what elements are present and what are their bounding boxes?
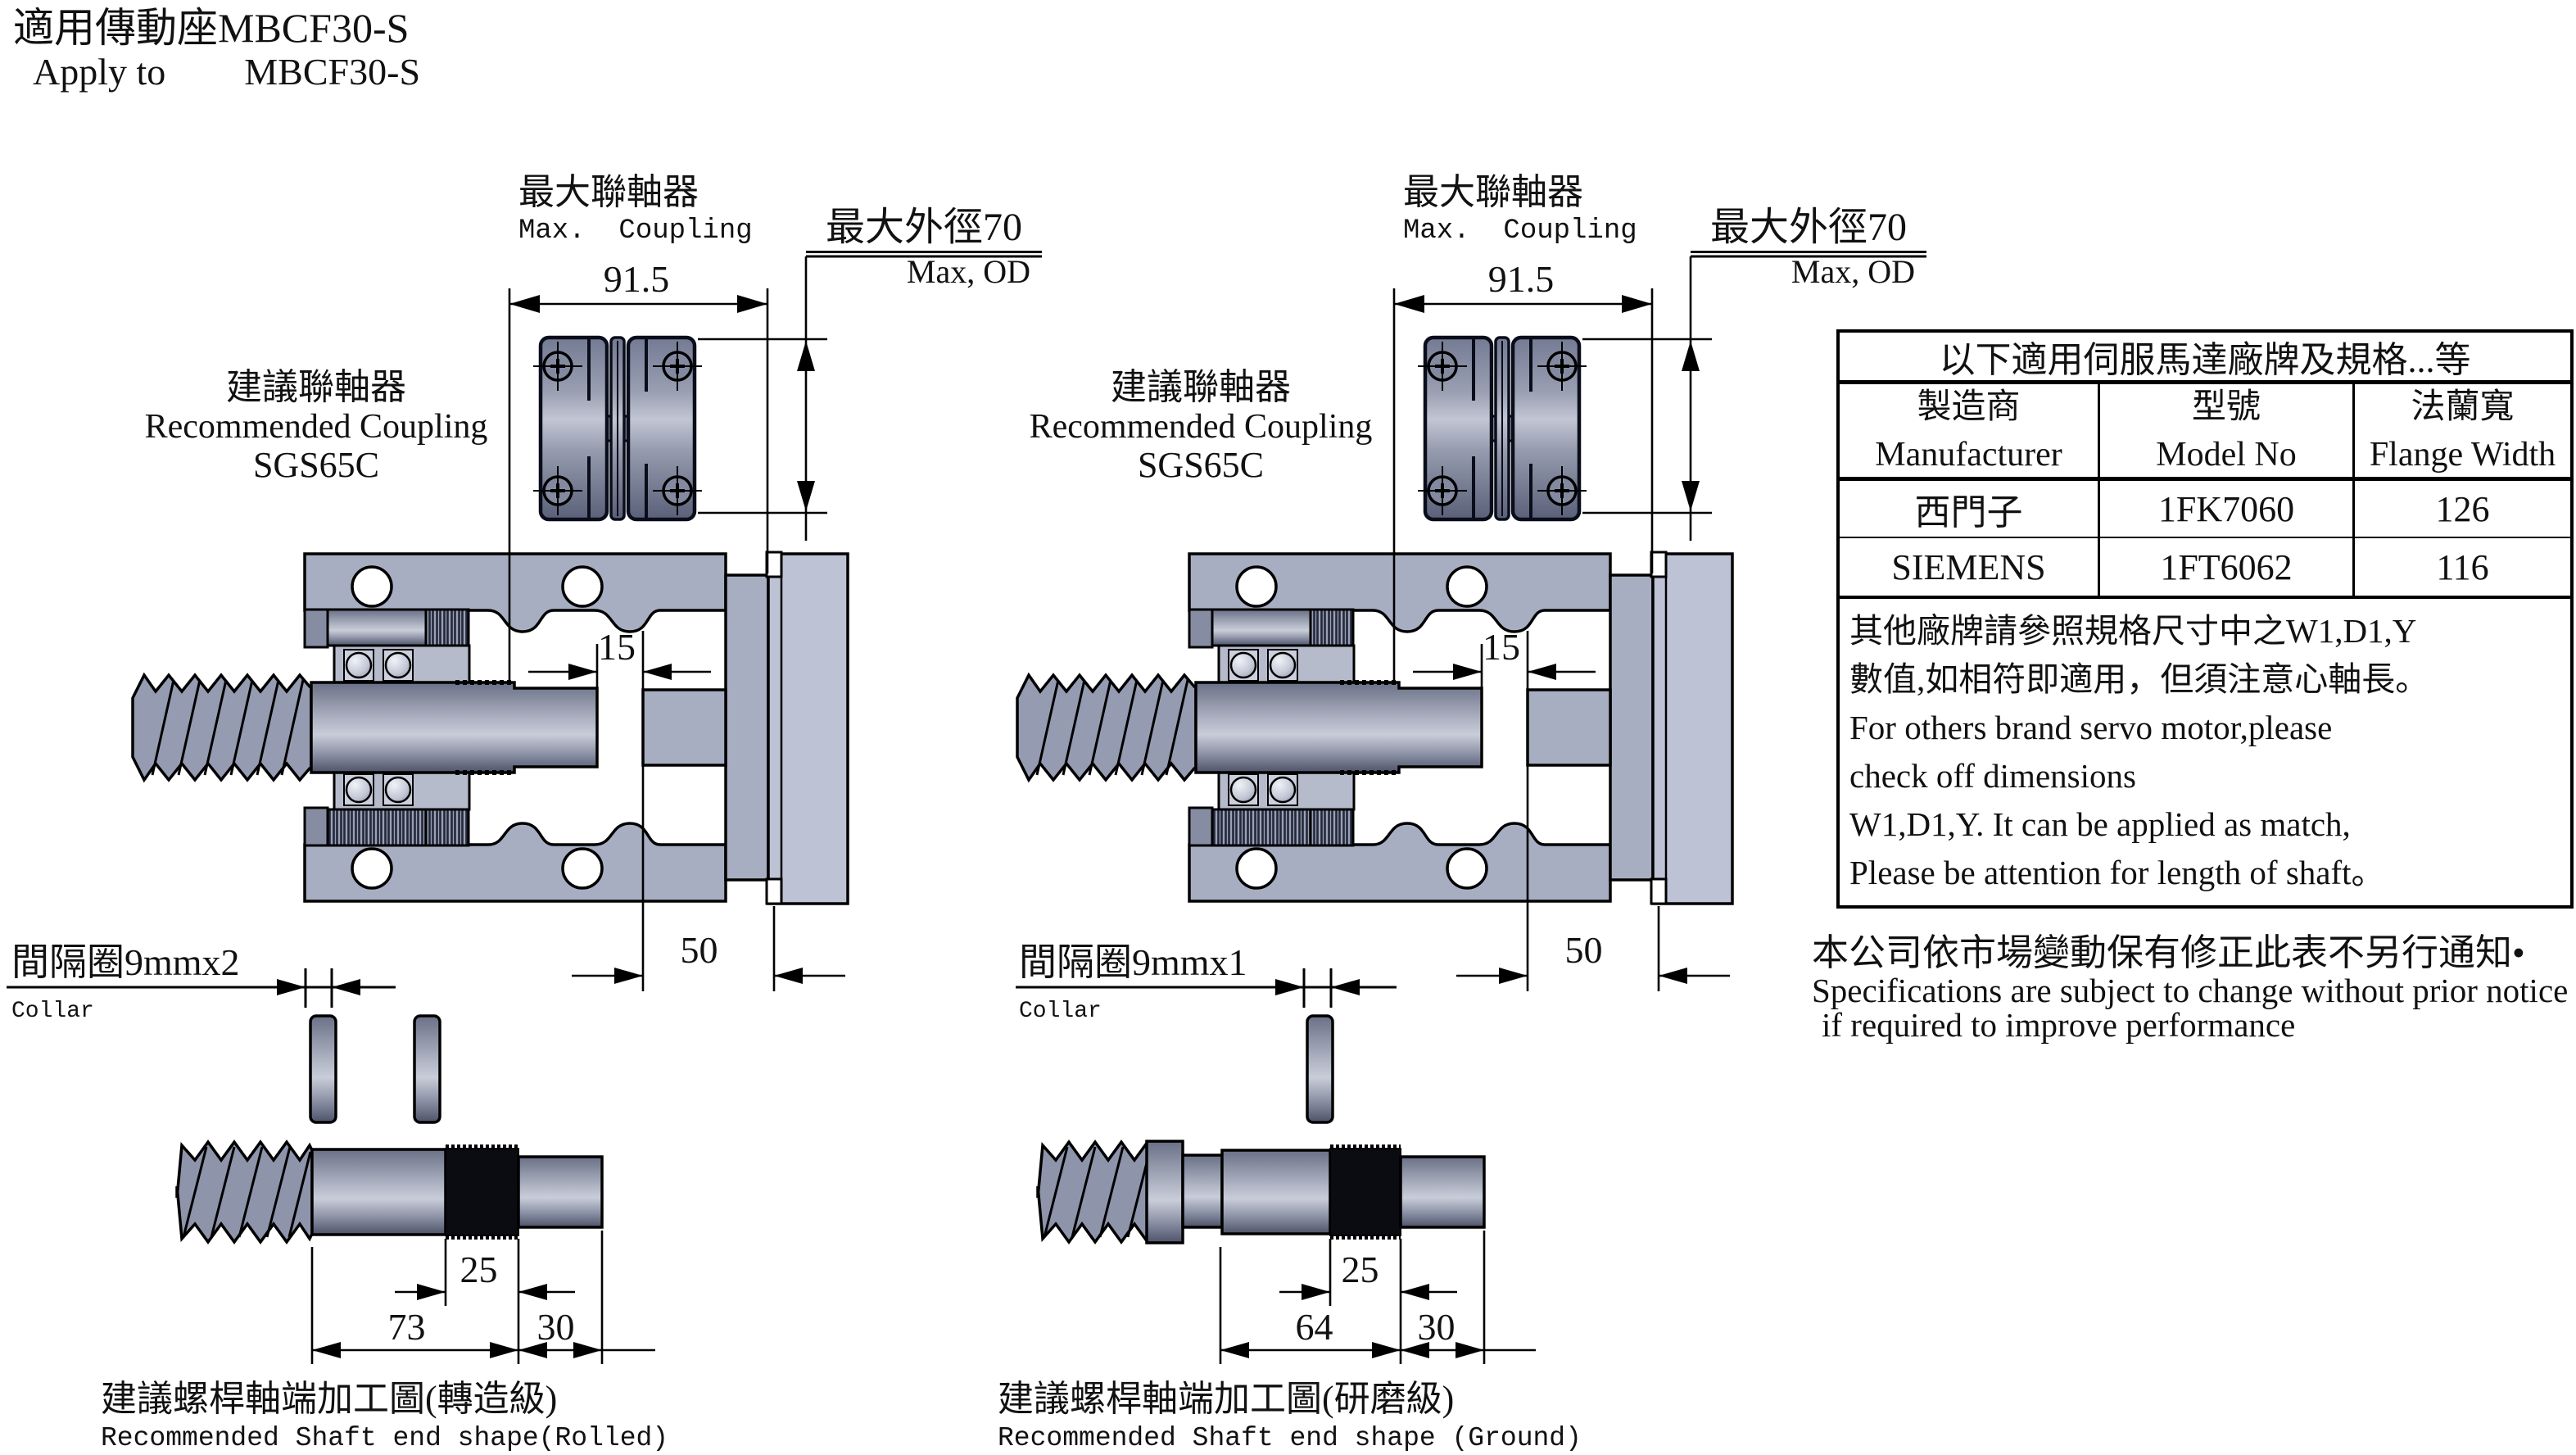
- cell-manufacturer: SIEMENS: [1840, 538, 2100, 596]
- dim-end-right: 30: [1417, 1306, 1456, 1348]
- max-od-en: Max, OD: [906, 253, 1030, 290]
- note-line: For others brand servo motor,please: [1849, 709, 2333, 746]
- servo-motor-table: 以下適用伺服馬達廠牌及規格...等 製造商 Manufacturer 型號 Mo…: [1836, 329, 2574, 909]
- max-coupling-zh: 最大聯軸器: [1403, 172, 1583, 212]
- change-notice: 本公司依市場變動保有修正此表不另行通知• Specifications are …: [1812, 932, 2576, 1042]
- notice-line-zh: 本公司依市場變動保有修正此表不另行通知•: [1812, 932, 2525, 973]
- max-coupling-en: Max. Coupling: [518, 215, 753, 247]
- table-notes: 其他廠牌請參照規格尺寸中之W1,D1,Y 數值,如相符即適用，但須注意心軸長。 …: [1840, 596, 2570, 905]
- collar-label-en-right: Collar: [1019, 999, 1102, 1024]
- recommended-model: SGS65C: [252, 445, 380, 485]
- col-manufacturer-en: Manufacturer: [1875, 435, 2062, 474]
- recommended-coupling-left: 建議聯軸器 Recommended Coupling SGS65C: [139, 367, 493, 485]
- note-line: 其他廠牌請參照規格尺寸中之W1,D1,Y: [1849, 612, 2417, 650]
- max-coupling-zh: 最大聯軸器: [518, 172, 699, 212]
- cell-model: 1FK7060: [2100, 481, 2355, 537]
- table-row: SIEMENS 1FT6062 116: [1840, 538, 2570, 596]
- col-flange-width: 法蘭寬 Flange Width: [2355, 384, 2570, 477]
- cell-manufacturer: 西門子: [1840, 481, 2100, 537]
- shaft-end-rolled: [175, 1140, 655, 1364]
- page-title-en: Apply to MBCF30-S: [33, 51, 420, 93]
- col-model-en: Model No: [2156, 435, 2297, 474]
- recommended-model: SGS65C: [1137, 445, 1265, 485]
- shaft-caption-left: 建議螺桿軸端加工圖(轉造級) Recommended Shaft end sha…: [101, 1378, 668, 1455]
- table-title: 以下適用伺服馬達廠牌及規格...等: [1840, 333, 2570, 384]
- note-line: W1,D1,Y. It can be applied as match,: [1849, 805, 2351, 843]
- model-code: MBCF30-S: [244, 51, 421, 93]
- shaft-caption-zh: 建議螺桿軸端加工圖(研磨級): [998, 1379, 1455, 1419]
- cell-flange-width: 116: [2436, 546, 2489, 587]
- recommended-coupling-right: 建議聯軸器 Recommended Coupling SGS65C: [1024, 367, 1378, 485]
- dim-shaft-right: 64: [1295, 1306, 1333, 1348]
- col-flange-width-zh: 法蘭寬: [2411, 388, 2515, 426]
- dim-overall-left: 91.5: [603, 258, 670, 300]
- col-model-zh: 型號: [2191, 388, 2261, 426]
- col-model: 型號 Model No: [2100, 384, 2355, 477]
- max-od-label-left: 最大外徑70 Max, OD: [806, 206, 1042, 291]
- collar-dim-left: [7, 968, 396, 1008]
- col-manufacturer-zh: 製造商: [1917, 388, 2021, 426]
- dim-depth-right: 50: [1564, 929, 1603, 971]
- spacer: [165, 51, 244, 93]
- max-coupling-label-left: 最大聯軸器 Max. Coupling: [518, 172, 753, 249]
- shaft-caption-en: Recommended Shaft end shape(Rolled): [101, 1423, 669, 1453]
- recommended-zh: 建議聯軸器: [1111, 367, 1291, 407]
- collar-label-en-left: Collar: [11, 999, 94, 1024]
- page-title-zh: 適用傳動座MBCF30-S: [13, 5, 410, 51]
- table-row: 西門子 1FK7060 126: [1840, 481, 2570, 538]
- notice-line-en2: if required to improve performance: [1822, 1006, 2296, 1044]
- dim-overall-right: 91.5: [1487, 258, 1555, 300]
- dim-gap-left: 15: [598, 626, 636, 668]
- cell-flange-width: 126: [2435, 488, 2490, 529]
- collar-label-zh-right: 間隔圈9mmx1: [1019, 941, 1247, 983]
- dim-shaft-left: 73: [387, 1306, 426, 1348]
- max-od-zh: 最大外徑70: [806, 206, 1042, 253]
- col-flange-width-en: Flange Width: [2369, 435, 2556, 474]
- dim-thread-right: 25: [1341, 1249, 1379, 1290]
- dim-gap-right: 15: [1483, 626, 1520, 668]
- shaft-caption-zh: 建議螺桿軸端加工圖(轉造級): [101, 1379, 558, 1419]
- note-line: check off dimensions: [1849, 757, 2136, 795]
- notice-line-en1: Specifications are subject to change wit…: [1812, 972, 2569, 1009]
- apply-to-label: Apply to: [33, 51, 166, 93]
- shaft-end-ground: [1036, 1140, 1536, 1364]
- max-od-en: Max, OD: [1791, 253, 1915, 290]
- dim-depth-left: 50: [680, 929, 718, 971]
- max-coupling-label-right: 最大聯軸器 Max. Coupling: [1403, 172, 1637, 249]
- max-coupling-en: Max. Coupling: [1403, 215, 1637, 247]
- note-line: 數值,如相符即適用，但須注意心軸長。: [1849, 660, 2429, 698]
- recommended-en: Recommended Coupling: [144, 408, 488, 446]
- recommended-zh: 建議聯軸器: [226, 367, 406, 407]
- col-manufacturer: 製造商 Manufacturer: [1840, 384, 2100, 477]
- max-od-zh: 最大外徑70: [1691, 206, 1926, 253]
- table-header-row: 製造商 Manufacturer 型號 Model No 法蘭寬 Flange …: [1840, 384, 2570, 481]
- shaft-caption-en: Recommended Shaft end shape (Ground): [998, 1423, 1582, 1453]
- dim-thread-left: 25: [460, 1249, 498, 1290]
- collar-rings-left: [309, 1014, 441, 1124]
- recommended-en: Recommended Coupling: [1029, 408, 1373, 446]
- cell-model: 1FT6062: [2100, 538, 2355, 596]
- collar-label-zh-left: 間隔圈9mmx2: [11, 941, 240, 983]
- note-line: Please be attention for length of shaft。: [1849, 854, 2385, 891]
- collar-ring-right: [1306, 1014, 1334, 1124]
- max-od-label-right: 最大外徑70 Max, OD: [1691, 206, 1926, 291]
- dim-end-left: 30: [536, 1306, 575, 1348]
- shaft-caption-right: 建議螺桿軸端加工圖(研磨級) Recommended Shaft end sha…: [998, 1378, 1582, 1455]
